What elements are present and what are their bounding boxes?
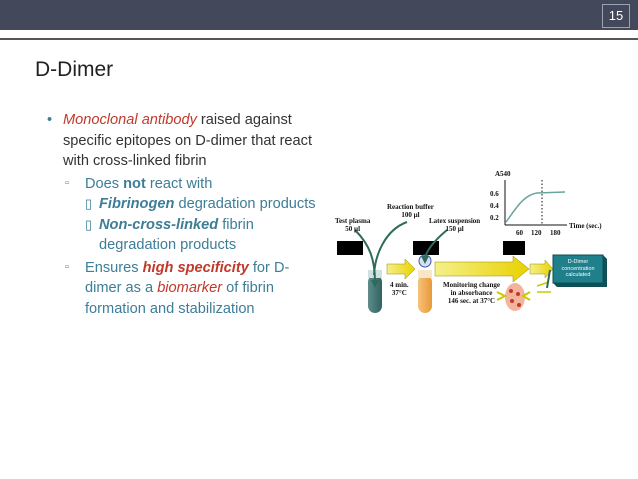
x-tick-60: 60 bbox=[516, 229, 523, 237]
sub-bullet-text-2: for D-dimer as a bbox=[85, 259, 290, 297]
sub-sub-bullet-text: degradation products bbox=[174, 196, 316, 212]
y-tick-04: 0.4 bbox=[490, 202, 499, 210]
absorbance-curve bbox=[505, 191, 566, 223]
top-bar bbox=[0, 0, 638, 30]
sub-sub-bullet-fibrinogen: ▯ Fibrinogen degradation products bbox=[85, 194, 322, 215]
tube-top bbox=[418, 270, 432, 278]
incubation-arrow bbox=[386, 258, 416, 280]
graph-xlabel: Time (sec.) bbox=[569, 222, 602, 230]
sub-bullet-text-2: react with bbox=[145, 175, 213, 192]
slide-number: 15 bbox=[602, 4, 630, 28]
incubation-label: 4 min.37°C bbox=[390, 281, 409, 297]
square-bullet-icon: ▫ bbox=[65, 176, 69, 189]
antibody-icon bbox=[496, 291, 531, 301]
result-box-shadow bbox=[553, 255, 607, 287]
arrow-from-aggregate bbox=[546, 269, 551, 289]
sub-bullet-bold: not bbox=[123, 175, 146, 192]
assay-diagram-graphic bbox=[337, 180, 607, 313]
sub-bullet-emphasis-2: biomarker bbox=[157, 280, 223, 296]
monitoring-arrow bbox=[434, 255, 530, 283]
sub-bullet-specificity: ▫ Ensures high specificity for D-dimer a… bbox=[65, 258, 322, 320]
title-divider bbox=[0, 38, 638, 40]
slide-title: D-Dimer bbox=[35, 58, 114, 81]
sub-sub-bullet-icon: ▯ bbox=[85, 216, 93, 232]
sub-sub-bullet-noncrosslinked: ▯ Non-cross-linked fibrin degradation pr… bbox=[85, 215, 322, 256]
x-tick-180: 180 bbox=[550, 229, 561, 237]
square-bullet-icon: ▫ bbox=[65, 260, 69, 273]
sub-bullet-text-1: Does bbox=[85, 175, 124, 192]
arrow-head bbox=[421, 256, 429, 264]
arrow-latex bbox=[424, 229, 448, 259]
y-tick-02: 0.2 bbox=[490, 214, 499, 222]
sub-sub-bullet-text: fibrin degradation products bbox=[99, 216, 254, 254]
latex-block bbox=[503, 241, 525, 255]
bullet-dot-icon: • bbox=[47, 112, 53, 128]
x-tick-120: 120 bbox=[531, 229, 542, 237]
sub-bullet-text-1: Ensures bbox=[85, 259, 143, 276]
bullet-monoclonal: • Monoclonal antibody raised against spe… bbox=[47, 110, 322, 172]
sub-sub-bullet-emphasis: Non-cross-linked bbox=[99, 216, 219, 233]
result-box bbox=[552, 254, 604, 284]
arrow-head bbox=[371, 280, 379, 288]
test-tube-plasma bbox=[368, 275, 382, 313]
sub-bullet-not-react: ▫ Does not react with bbox=[65, 174, 322, 195]
graph-ylabel: A540 bbox=[495, 170, 511, 178]
y-tick-06: 0.6 bbox=[490, 190, 499, 198]
arrow-buffer bbox=[373, 221, 408, 276]
sample-block bbox=[337, 241, 363, 255]
arrow-plasma bbox=[354, 229, 376, 283]
sub-bullet-emphasis: high specificity bbox=[142, 259, 249, 276]
sub-bullet-text-3: of fibrin formation and stabilization bbox=[85, 280, 274, 317]
aggregate-icon bbox=[505, 283, 525, 311]
slide-body: • Monoclonal antibody raised against spe… bbox=[47, 110, 322, 319]
bullet-text: raised against specific epitopes on D-di… bbox=[63, 112, 313, 169]
sub-sub-bullet-icon: ▯ bbox=[85, 196, 93, 211]
bullet-emphasis: Monoclonal antibody bbox=[63, 112, 197, 128]
sub-sub-bullet-emphasis: Fibrinogen bbox=[99, 196, 175, 212]
test-tube-latex bbox=[418, 275, 432, 313]
